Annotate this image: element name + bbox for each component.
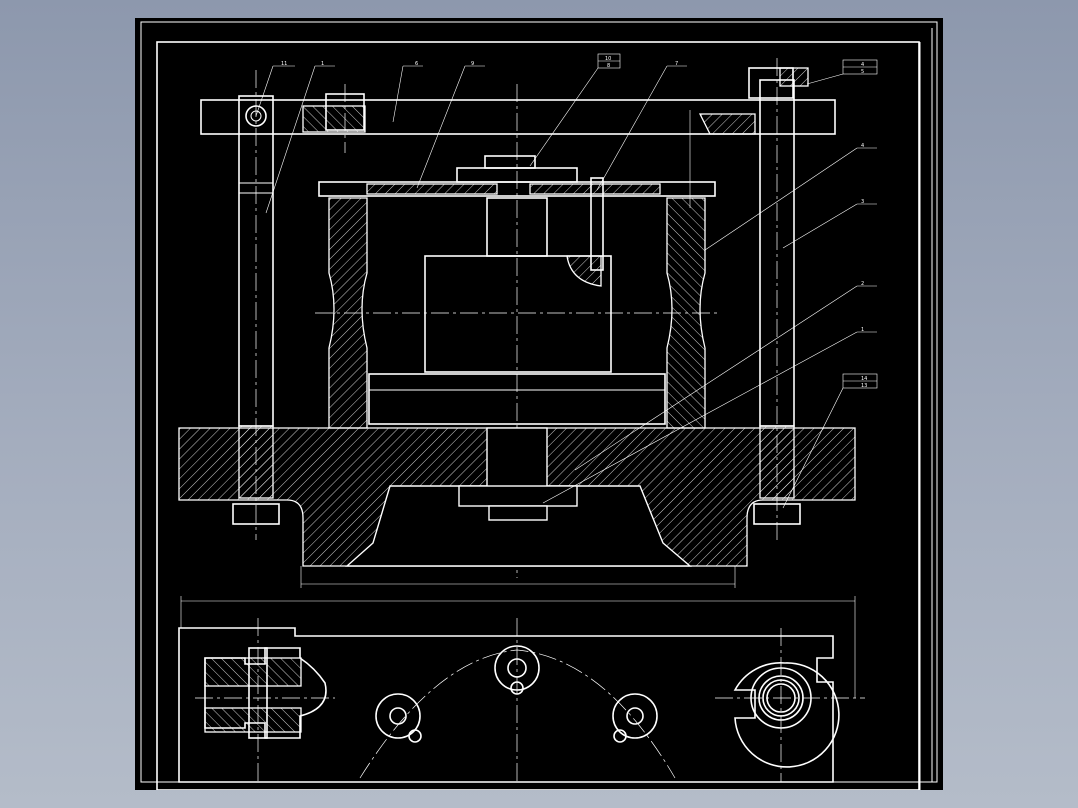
cad-drawing-sheet: 11 1 6 9 10 8 7 4 5 4 3 2 1 14 13 [135,18,943,790]
inner-border [156,41,920,790]
balloon-3: 3 [861,199,864,205]
balloon-14: 14 [861,376,867,382]
part-balloons: 11 1 6 9 10 8 7 4 5 4 3 2 1 14 13 [255,53,878,509]
balloon-2: 2 [861,281,864,287]
workpiece [424,255,612,373]
plan-hole-right [612,693,658,739]
plan-view [178,618,865,783]
balloon-9: 9 [471,61,474,67]
front-section-view [178,58,856,698]
plan-column-clamp [733,662,840,768]
balloon-8: 8 [607,63,610,69]
top-beam [200,99,836,135]
balloon-1a: 1 [321,61,324,67]
fixture-assembly-drawing: 11 1 6 9 10 8 7 4 5 4 3 2 1 14 13 [140,21,938,790]
balloon-1: 1 [861,327,864,333]
balloon-7: 7 [675,61,678,67]
plan-hole-top [494,645,540,691]
plan-outline [178,627,834,783]
balloon-11: 11 [281,61,287,67]
balloon-5: 5 [861,69,864,75]
support-disc [368,373,666,425]
plan-hole-left [375,693,421,739]
balloon-6: 6 [415,61,418,67]
balloon-4-top: 4 [861,62,864,68]
balloon-13: 13 [861,383,867,389]
balloon-4: 4 [861,143,864,149]
balloon-10: 10 [605,56,611,62]
